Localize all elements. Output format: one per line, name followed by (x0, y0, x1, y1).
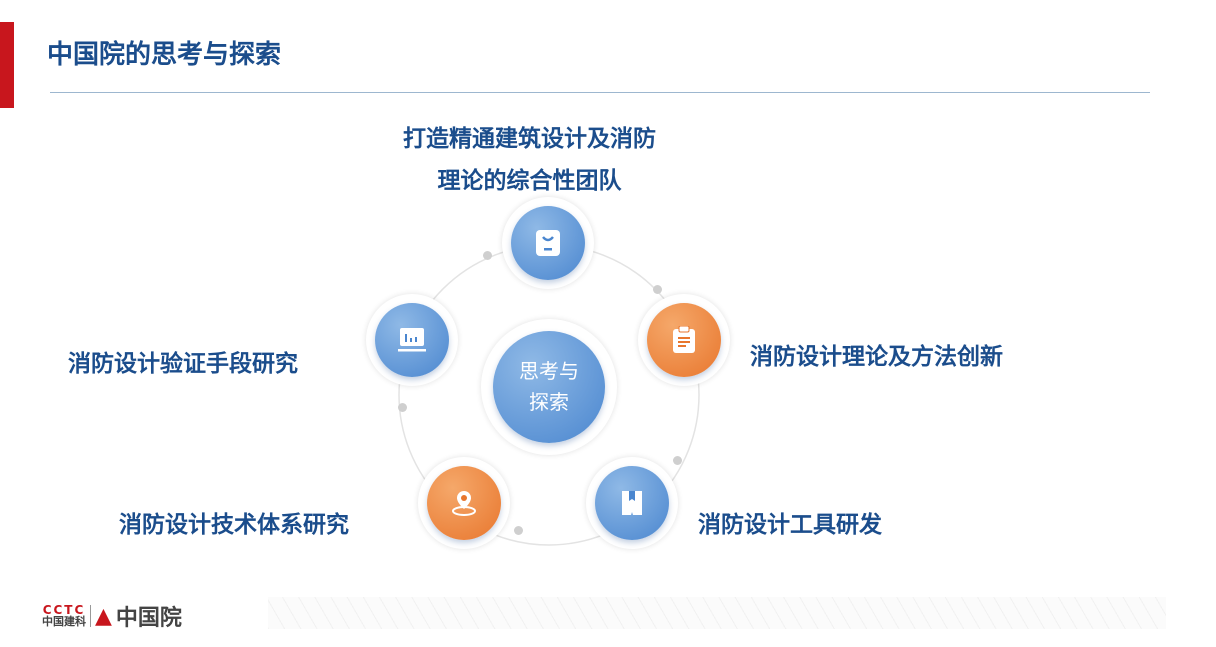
cctc-logo-text: CCTC (42, 603, 86, 617)
accent-bar (0, 22, 14, 108)
node-system (418, 457, 510, 549)
label-tools: 消防设计工具研发 (698, 512, 882, 538)
footer-logo: CCTC 中国建科 ▲ 中国院 (42, 600, 182, 632)
label-team: 打造精通建筑设计及消防理论的综合性团队 (403, 118, 656, 202)
a-logo-icon: ▲ (95, 603, 112, 629)
label-system: 消防设计技术体系研究 (119, 512, 349, 538)
ring-dot (653, 285, 662, 294)
center-text-1: 思考与 (519, 359, 579, 383)
book-icon (622, 491, 642, 515)
title-divider (50, 92, 1150, 93)
cctc-logo-subtext: 中国建科 (42, 615, 86, 628)
label-team-line-1: 打造精通建筑设计及消防 (403, 126, 656, 152)
node-tools (586, 457, 678, 549)
center-text-2: 探索 (529, 390, 569, 414)
label-theory: 消防设计理论及方法创新 (750, 344, 1003, 370)
cctc-logo: CCTC 中国建科 (42, 603, 91, 628)
ring-dot (483, 251, 492, 260)
location-pin-icon (452, 491, 476, 516)
label-team-line-2: 理论的综合性团队 (437, 168, 622, 194)
center-hub: 思考与探索 (481, 319, 617, 455)
footer-pattern (268, 597, 1166, 629)
node-verification (366, 294, 458, 386)
cabr-logo-text: 中国院 (115, 606, 182, 631)
clipboard-icon (673, 326, 695, 353)
page-title: 中国院的思考与探索 (47, 40, 282, 70)
node-team (502, 197, 594, 289)
node-theory (638, 294, 730, 386)
id-badge-icon (536, 230, 560, 256)
ring-dot (673, 456, 682, 465)
ring-dot (398, 403, 407, 412)
ring-dot (514, 526, 523, 535)
label-verification: 消防设计验证手段研究 (68, 351, 298, 377)
monitor-chart-icon (398, 328, 426, 352)
